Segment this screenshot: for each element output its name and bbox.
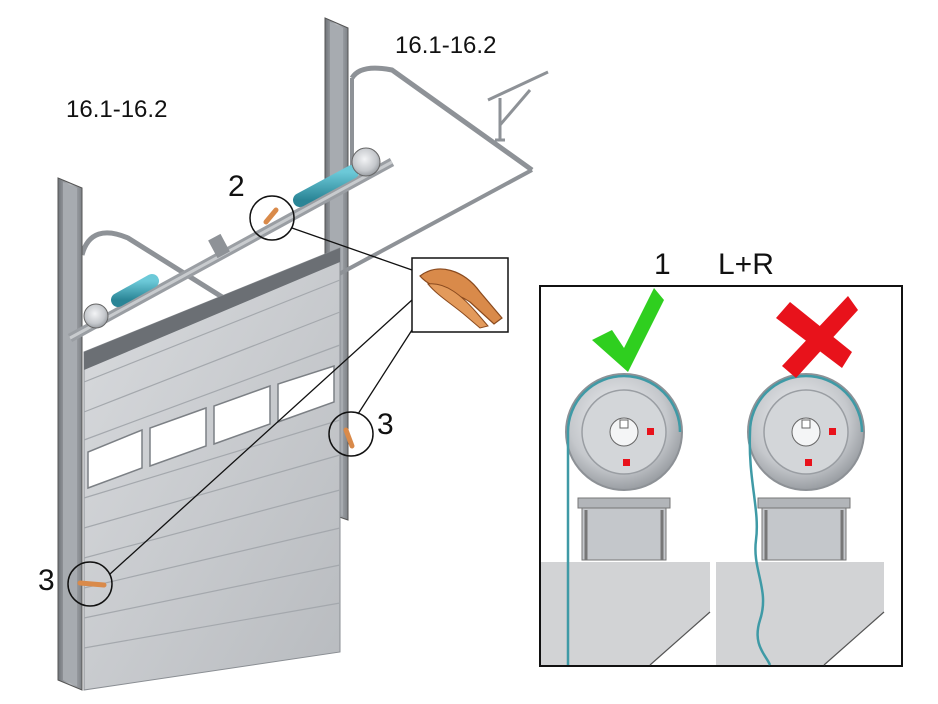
ceiling-hanger bbox=[487, 70, 549, 142]
drum-assembly-incorrect bbox=[747, 373, 865, 666]
callout-number-tensioner: 2 bbox=[228, 170, 245, 203]
checkmark-icon bbox=[592, 288, 664, 372]
reference-label-top-left: 16.1-16.2 bbox=[66, 96, 168, 123]
floor-left bbox=[541, 562, 710, 665]
leader-lines bbox=[109, 227, 413, 575]
door-assembly bbox=[57, 17, 549, 691]
horizontal-track-left bbox=[79, 230, 264, 325]
detail-panel bbox=[539, 285, 903, 667]
detail-side-label: L+R bbox=[718, 248, 774, 281]
tool-marker-top bbox=[263, 207, 279, 225]
top-seal bbox=[84, 248, 340, 370]
detail-step-number: 1 bbox=[654, 248, 671, 281]
callout-circle-right bbox=[328, 411, 374, 457]
cross-icon bbox=[776, 296, 858, 378]
cable-slack bbox=[748, 431, 772, 666]
torsion-spring-right bbox=[293, 165, 359, 207]
torsion-spring-left bbox=[111, 274, 159, 307]
reference-label-top-right: 16.1-16.2 bbox=[395, 32, 497, 59]
callout-number-clamp-left: 3 bbox=[38, 564, 55, 597]
door-leaf bbox=[83, 247, 341, 691]
callout-number-clamp-right: 3 bbox=[377, 408, 394, 441]
tool-marker-left bbox=[77, 580, 107, 588]
shaft-bracket-center bbox=[208, 233, 230, 259]
horizontal-track-right bbox=[349, 65, 534, 173]
drum-left bbox=[83, 303, 109, 329]
callout-circle-left bbox=[67, 561, 113, 607]
locking-pliers-icon bbox=[419, 268, 503, 329]
panel-grooves bbox=[83, 279, 341, 649]
callout-circle-top bbox=[249, 195, 295, 241]
tool-marker-right bbox=[343, 427, 355, 449]
left-post-face bbox=[63, 182, 77, 686]
drum-assembly-correct bbox=[565, 373, 683, 665]
drum-right bbox=[351, 147, 381, 177]
